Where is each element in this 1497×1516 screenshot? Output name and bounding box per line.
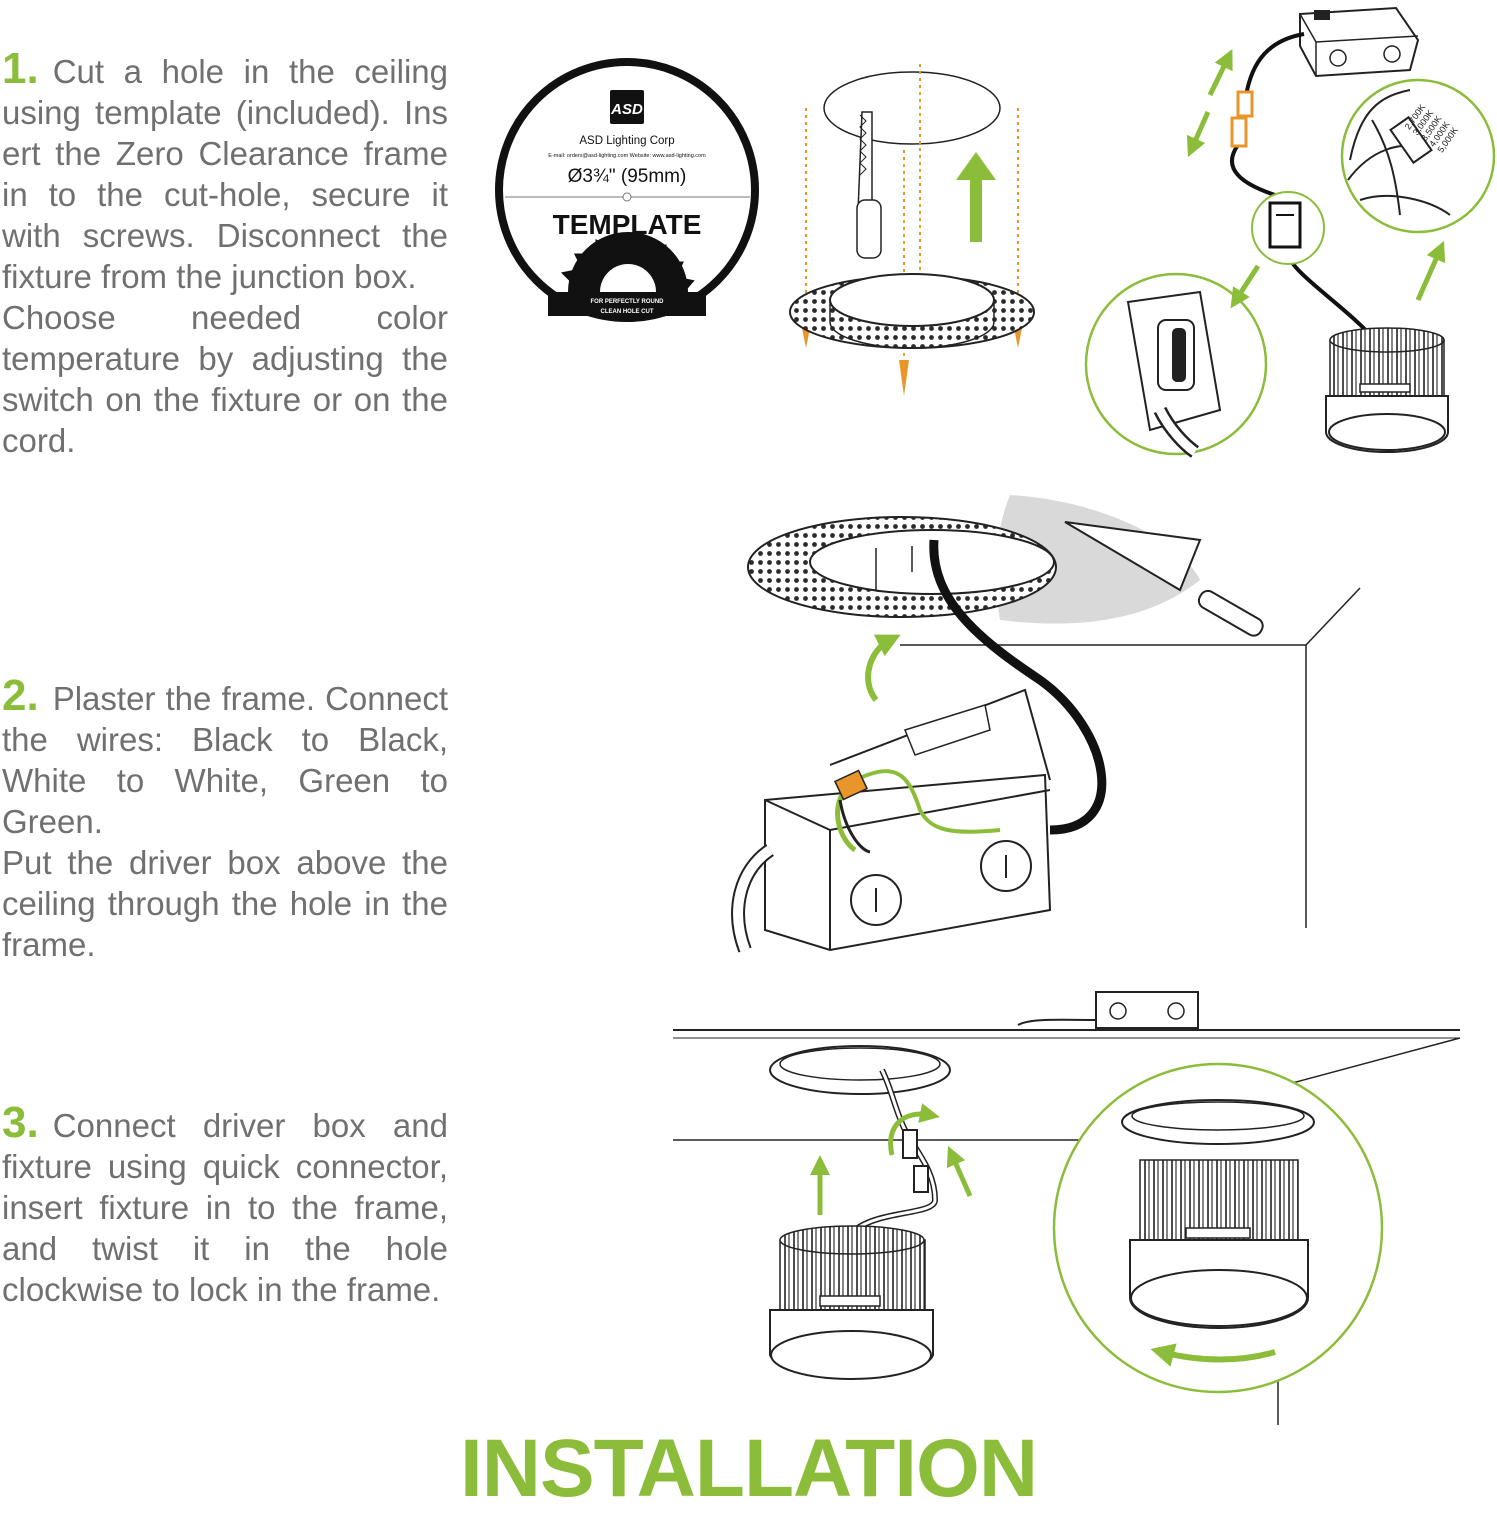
- step-2-number: 2.: [2, 671, 39, 720]
- step-1-text: Cut a hole in the ceiling using template…: [2, 53, 448, 295]
- jigsaw-handle-icon: [856, 199, 882, 259]
- step-3-number: 3.: [2, 1098, 39, 1147]
- up-arrow-icon: [956, 152, 996, 242]
- template-footer-1: FOR PERFECTLY ROUND: [590, 299, 664, 305]
- trowel-icon: [1064, 521, 1202, 592]
- fixture-icon: [1325, 327, 1449, 453]
- step-1-instructions: 1.Cut a hole in the ceiling using templa…: [2, 47, 448, 461]
- template-company: ASD Lighting Corp: [579, 135, 674, 147]
- template-contact: E-mail: orders@asd-lighting.com Website:…: [548, 153, 706, 159]
- template-logo: ASD: [610, 101, 643, 118]
- step3-illustration: [673, 991, 1461, 1425]
- fixture-icon: [769, 1225, 934, 1380]
- asd-logo-icon: [610, 90, 644, 124]
- step1-driver-illustration: 2,700K 3,000K 3,500K 4,000K 5,000K: [1084, 6, 1496, 458]
- step-1-number: 1.: [2, 44, 39, 93]
- step-2-text: Plaster the frame. Connect the wires: Bl…: [2, 680, 448, 840]
- clockwise-arrow-icon: [1150, 1343, 1276, 1367]
- template-card: ASD ASD Lighting Corp E-mail: orders@asd…: [495, 58, 759, 322]
- step1-frame-illustration: [789, 64, 1035, 396]
- step-1-cct-text: Choose needed color temperature by adjus…: [2, 299, 448, 459]
- wire-connector-icon: [833, 769, 869, 801]
- saw-blade-icon: [548, 232, 706, 316]
- step-2-driver-text: Put the driver box above the ceiling thr…: [2, 844, 448, 963]
- step-3-text: Connect driver box and fixture using qui…: [2, 1107, 448, 1308]
- template-footer-2: CLEAN HOLE CUT: [601, 309, 654, 315]
- step-3-instructions: 3.Connect driver box and fixture using q…: [2, 1101, 448, 1310]
- step-2-instructions: 2.Plaster the frame. Connect the wires: …: [2, 674, 448, 965]
- step2-illustration: [731, 495, 1361, 953]
- installation-title: INSTALLATION: [459, 1423, 1038, 1514]
- template-size: Ø3¾" (95mm): [568, 166, 687, 187]
